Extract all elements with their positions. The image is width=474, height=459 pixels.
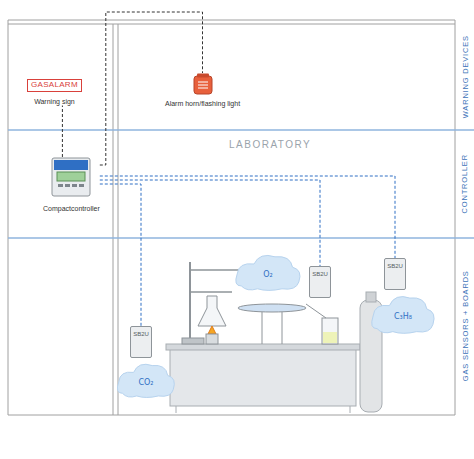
horn-icon [193,73,213,95]
signal-wire [100,12,203,165]
room-label: LABORATORY [229,140,311,150]
sensor-label: SB2U [312,271,328,277]
warning-sign: GASALARM Warning sign [27,79,82,105]
sensor-label: SB2U [133,331,149,337]
band-label: WARNING DEVICES [462,35,470,118]
sign-text: GASALARM [31,81,78,90]
gas-cloud: C₃H₈ [369,293,437,335]
alarm-horn: Alarm horn/flashing light [165,73,240,108]
caption: Warning sign [34,98,75,106]
signal-wire [100,184,141,326]
sign-panel: GASALARM [27,79,82,92]
gas-formula: CO₂ [138,379,153,387]
signal-wire [62,106,63,158]
gas-sensor: SB2U [309,266,331,298]
compact-controller: Compactcontroller [43,157,100,213]
band-label: CONTROLLER [461,154,469,213]
controller-icon [51,157,91,197]
gas-sensor: SB2U [130,326,152,358]
signal-wire [100,176,395,258]
gas-formula: C₃H₈ [394,313,412,321]
caption: Alarm horn/flashing light [165,100,240,108]
sensor-label: SB2U [387,263,403,269]
gas-sensor: SB2U [384,258,406,290]
gas-formula: O₂ [263,271,273,279]
band-label: GAS SENSORS + BOARDS [462,270,470,381]
gas-cloud: O₂ [233,252,303,292]
signal-wire [100,180,320,266]
gas-cloud: CO₂ [115,361,177,399]
caption: Compactcontroller [43,205,100,213]
